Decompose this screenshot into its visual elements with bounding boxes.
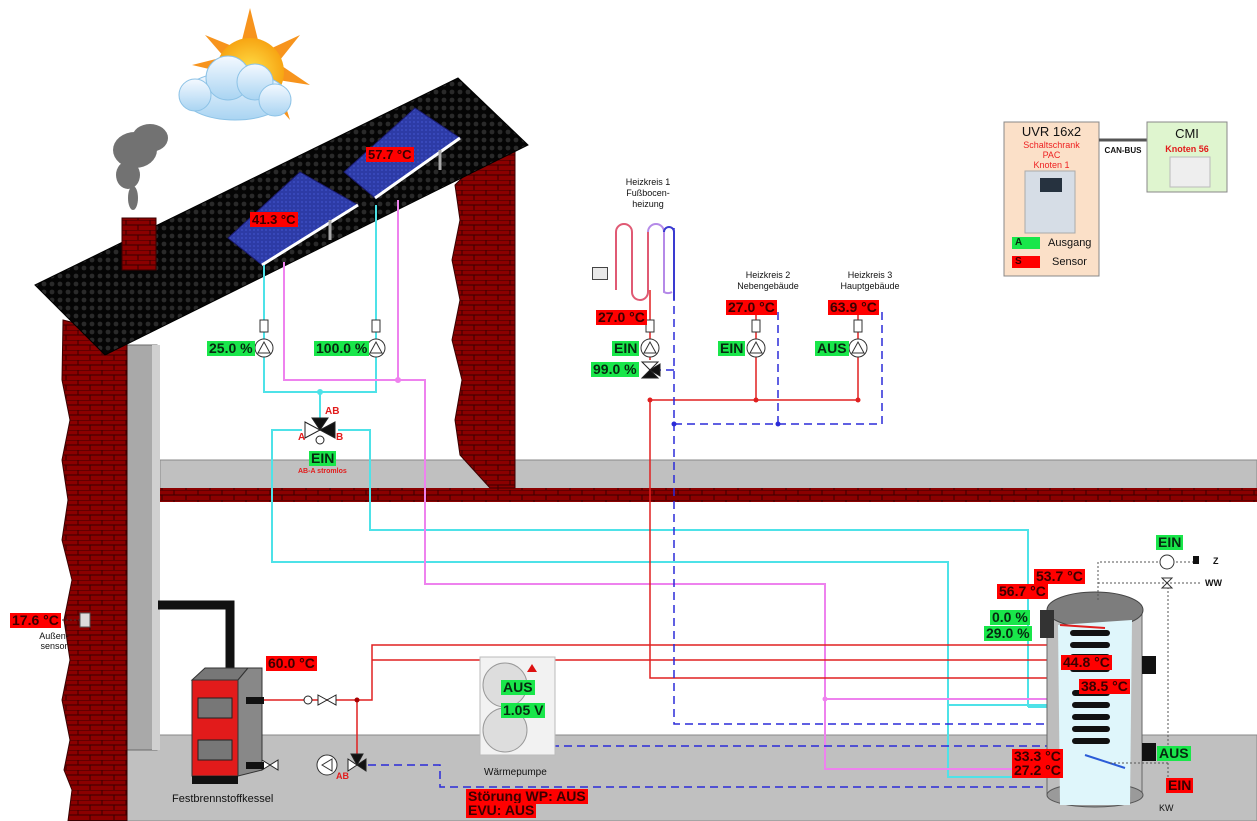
collector-2-temp[interactable]: 57.7 °C — [366, 147, 414, 162]
boiler-return-pump-icon — [316, 754, 338, 776]
outdoor-temp[interactable]: 17.6 °C — [10, 612, 61, 628]
circulation-tap-icon — [1193, 556, 1199, 564]
wall-edge — [152, 345, 160, 750]
hk1-title-3: heizung — [632, 199, 664, 209]
hot-water-label: WW — [1205, 578, 1222, 588]
controller-subtitle-3: Knoten 1 — [1033, 160, 1070, 170]
solar-diverter-valve-icon — [304, 417, 336, 445]
solid-fuel-boiler — [158, 600, 264, 784]
valve-port-b: B — [336, 432, 344, 443]
solar-pump-2-speed[interactable]: 100.0 % — [314, 340, 370, 356]
solar-pump-1-speed[interactable]: 25.0 % — [207, 340, 255, 356]
hk2-flow-temp[interactable]: 27.0 °C — [726, 299, 777, 315]
controller-subtitle-1: Schaltschrank — [1023, 140, 1080, 150]
valve-port-a: A — [298, 432, 306, 443]
electric-heater-2[interactable]: 29.0 % — [984, 625, 1032, 641]
junction-dots — [317, 377, 861, 703]
heat-pump-evu[interactable]: EVU: AUS — [466, 802, 537, 818]
boiler-label: Festbrennstoffkessel — [172, 793, 274, 805]
cmi-node: Knoten 56 — [1165, 144, 1209, 154]
cold-water-label: KW — [1159, 803, 1174, 813]
circulation-pump-icon — [1159, 554, 1175, 589]
outdoor-label-1: Außen- — [39, 631, 69, 641]
boiler-temp[interactable]: 60.0 °C — [266, 655, 317, 671]
hk1-mixing-valve-icon — [640, 361, 661, 379]
storage-mid-temp[interactable]: 38.5 °C — [1079, 678, 1130, 694]
hk1-title-1: Heizkreis 1 — [625, 177, 671, 187]
right-brick-pillar — [451, 149, 516, 489]
solar-valve-note: AB-A stromlos — [298, 468, 347, 475]
heat-pump-state[interactable]: AUS — [501, 679, 535, 695]
hk3-pump-state[interactable]: AUS — [815, 340, 849, 356]
valve-port-ab: AB — [325, 406, 340, 417]
hk1-title-2: Fußbocen- — [626, 188, 670, 198]
boiler-valve-port: AB — [336, 771, 349, 781]
legend-output-label: Ausgang — [1048, 237, 1092, 249]
hk3-pump-icon — [848, 319, 868, 358]
cloud-icon — [178, 55, 292, 121]
hk3-title-1: Heizkreis 3 — [847, 270, 893, 280]
legend-sensor-label: Sensor — [1052, 256, 1087, 268]
heating-flow-pipes — [264, 290, 1065, 760]
floor-heating-loops — [615, 223, 675, 301]
left-brick-wall — [61, 319, 128, 821]
storage-low-temp-2[interactable]: 27.2 °C — [1012, 762, 1063, 778]
hk1-pump-icon — [640, 319, 660, 358]
storage-dhw-temp[interactable]: 56.7 °C — [997, 583, 1048, 599]
heat-pump-voltage[interactable]: 1.05 V — [501, 702, 546, 718]
heat-pump-fault[interactable]: Störung WP: AUS — [466, 788, 588, 804]
solar-pump-2-icon — [366, 319, 386, 358]
room-thermostat-icon — [592, 267, 608, 280]
electric-heater-1[interactable]: 0.0 % — [990, 609, 1030, 625]
outdoor-label-2: sensor — [40, 641, 68, 651]
chimney — [121, 217, 157, 271]
controller-panel — [1003, 121, 1228, 277]
upper-floor-slab — [159, 459, 1257, 491]
storage-low-temp-1[interactable]: 33.3 °C — [1012, 748, 1063, 764]
hk2-pump-icon — [746, 319, 766, 358]
hk1-pump-state[interactable]: EIN — [612, 340, 640, 356]
outdoor-sensor-icon — [62, 612, 91, 628]
legend-sensor-key: S — [1012, 256, 1040, 268]
can-bus-label: CAN-BUS — [1104, 146, 1142, 155]
heat-pump-label: Wärmepumpe — [484, 767, 547, 778]
controller-title: UVR 16x2 — [1021, 124, 1082, 139]
collector-1-temp[interactable]: 41.3 °C — [250, 212, 298, 227]
storage-upper-temp[interactable]: 44.8 °C — [1061, 654, 1112, 670]
smoke-icon — [113, 124, 168, 210]
hk2-pump-state[interactable]: EIN — [718, 340, 746, 356]
hk1-flow-temp[interactable]: 27.0 °C — [596, 309, 647, 325]
circulation-pump-state[interactable]: EIN — [1156, 534, 1184, 550]
boiler-return-valve-icon — [347, 753, 367, 772]
hk2-title-1: Heizkreis 2 — [745, 270, 791, 280]
solar-valve-state[interactable]: EIN — [309, 450, 337, 466]
storage-top-temp[interactable]: 53.7 °C — [1034, 568, 1085, 584]
legend-output-key: A — [1012, 237, 1040, 249]
brick-ceiling-band — [125, 488, 1257, 502]
hk1-mixer-position[interactable]: 99.0 % — [591, 361, 639, 377]
cold-water-valve-state[interactable]: EIN — [1166, 777, 1194, 793]
circulation-label: Z — [1213, 556, 1219, 566]
hk3-title-2: Hauptgebäude — [840, 281, 900, 291]
hk2-title-2: Nebengebäude — [737, 281, 799, 291]
hk3-flow-temp[interactable]: 63.9 °C — [828, 299, 879, 315]
controller-subtitle-2: PAC — [1042, 150, 1061, 160]
fresh-water-station-state[interactable]: AUS — [1157, 745, 1191, 761]
solar-pump-1-icon — [254, 319, 274, 358]
cmi-title: CMI — [1175, 126, 1199, 141]
